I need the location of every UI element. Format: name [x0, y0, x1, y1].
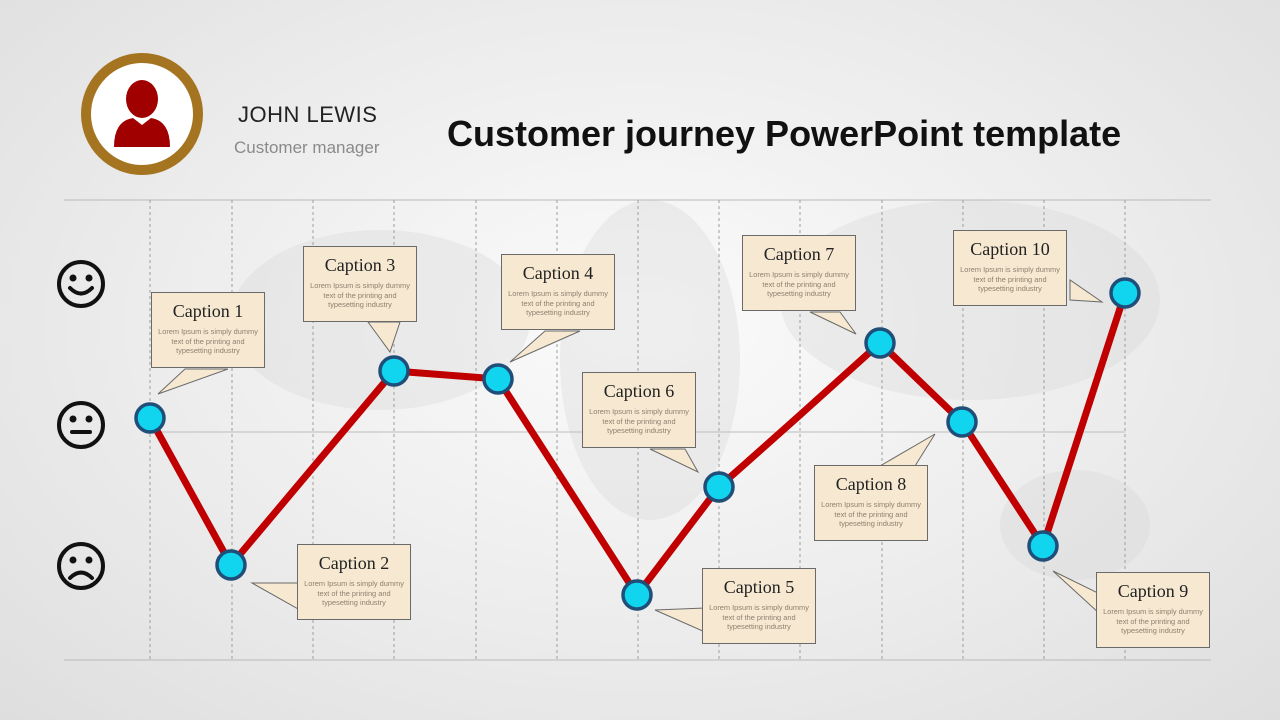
caption-title: Caption 6 — [603, 381, 675, 401]
caption-pointer — [250, 582, 301, 611]
caption-title: Caption 7 — [763, 244, 835, 264]
caption-body: Lorem Ipsum is simply dummy text of the … — [960, 265, 1060, 293]
caption-box-3: Caption 3 Lorem Ipsum is simply dummy te… — [303, 246, 417, 322]
caption-pointer — [878, 433, 936, 467]
user-icon — [114, 80, 170, 147]
caption-box-7: Caption 7 Lorem Ipsum is simply dummy te… — [742, 235, 856, 311]
journey-nodes — [134, 277, 1141, 611]
caption-box-2: Caption 2 Lorem Ipsum is simply dummy te… — [297, 544, 411, 620]
caption-pointer — [809, 311, 857, 335]
journey-node-9 — [1027, 530, 1059, 562]
page-title: Customer journey PowerPoint template — [447, 113, 1122, 154]
caption-body: Lorem Ipsum is simply dummy text of the … — [1103, 607, 1203, 635]
caption-box-8: Caption 8 Lorem Ipsum is simply dummy te… — [814, 465, 928, 541]
caption-pointer — [157, 368, 229, 395]
caption-pointer — [654, 607, 706, 633]
caption-body: Lorem Ipsum is simply dummy text of the … — [749, 270, 849, 298]
caption-title: Caption 8 — [835, 474, 907, 494]
caption-pointer — [649, 448, 700, 474]
journey-node-1 — [134, 402, 166, 434]
avatar — [81, 53, 203, 175]
sad-face-icon — [57, 542, 105, 590]
journey-node-10 — [1109, 277, 1141, 309]
person-role: Customer manager — [234, 138, 380, 157]
journey-node-4 — [482, 363, 514, 395]
journey-node-2 — [215, 549, 247, 581]
journey-node-3 — [378, 355, 410, 387]
caption-body: Lorem Ipsum is simply dummy text of the … — [709, 603, 809, 631]
journey-node-5 — [621, 579, 653, 611]
caption-box-6: Caption 6 Lorem Ipsum is simply dummy te… — [582, 372, 696, 448]
caption-title: Caption 9 — [1117, 581, 1189, 601]
caption-body: Lorem Ipsum is simply dummy text of the … — [821, 500, 921, 528]
happy-face-icon — [57, 260, 105, 308]
person-name: JOHN LEWIS — [238, 102, 378, 127]
caption-box-1: Caption 1 Lorem Ipsum is simply dummy te… — [151, 292, 265, 368]
caption-title: Caption 3 — [324, 255, 396, 275]
caption-title: Caption 5 — [723, 577, 795, 597]
caption-body: Lorem Ipsum is simply dummy text of the … — [310, 281, 410, 309]
caption-box-4: Caption 4 Lorem Ipsum is simply dummy te… — [501, 254, 615, 330]
world-map-background — [560, 200, 740, 520]
journey-node-7 — [864, 327, 896, 359]
journey-node-6 — [703, 471, 735, 503]
caption-pointer — [1052, 570, 1101, 616]
caption-pointer — [509, 330, 581, 363]
caption-box-5: Caption 5 Lorem Ipsum is simply dummy te… — [702, 568, 816, 644]
neutral-face-icon — [57, 401, 105, 449]
caption-title: Caption 2 — [318, 553, 390, 573]
caption-title: Caption 1 — [172, 301, 244, 321]
caption-body: Lorem Ipsum is simply dummy text of the … — [158, 327, 258, 355]
caption-body: Lorem Ipsum is simply dummy text of the … — [508, 289, 608, 317]
caption-pointer — [1069, 279, 1104, 303]
caption-body: Lorem Ipsum is simply dummy text of the … — [589, 407, 689, 435]
caption-box-9: Caption 9 Lorem Ipsum is simply dummy te… — [1096, 572, 1210, 648]
caption-title: Caption 4 — [522, 263, 594, 283]
caption-pointer — [367, 321, 401, 354]
journey-node-8 — [946, 406, 978, 438]
caption-box-10: Caption 10 Lorem Ipsum is simply dummy t… — [953, 230, 1067, 306]
caption-body: Lorem Ipsum is simply dummy text of the … — [304, 579, 404, 607]
caption-title: Caption 10 — [970, 239, 1050, 259]
